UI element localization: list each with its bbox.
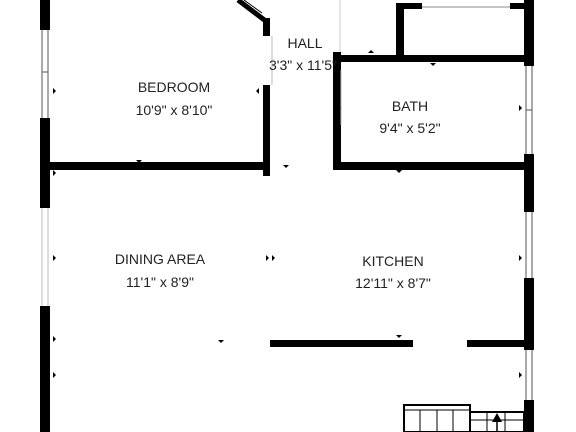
room-dims-hall: 3'3" x 11'5" (269, 57, 337, 73)
room-name-bedroom: BEDROOM (138, 79, 210, 95)
bedroom-right-wall-lower (263, 85, 270, 176)
room-name-dining-area: DINING AREA (115, 251, 206, 267)
kitchen-counter-wall-left (270, 340, 413, 347)
room-dims-bedroom: 10'9" x 8'10" (136, 102, 213, 118)
up-arrow-icon (492, 413, 502, 432)
room-name-bath: BATH (392, 98, 428, 114)
window-left-lower (41, 208, 49, 306)
bedroom-diagonal-wall-inner (243, 0, 263, 14)
measurement-ticks (53, 50, 522, 378)
window-right-lower (525, 350, 533, 400)
bath-bottom-wall (333, 162, 531, 170)
bedroom-right-wall-upper (263, 18, 270, 36)
room-dims-kitchen: 12'11" x 8'7" (355, 275, 431, 291)
stairs (403, 404, 525, 432)
bath-top-wall (333, 55, 531, 62)
window-right-mid (525, 212, 533, 278)
exterior-wall-right-mid2 (524, 278, 534, 350)
closet-left-wall (396, 4, 404, 58)
window-right-upper (525, 66, 533, 154)
bedroom-bottom-wall (40, 162, 270, 170)
bath-left-wall (333, 52, 341, 170)
exterior-wall-right-mid (524, 154, 534, 212)
window-left-upper (41, 30, 49, 118)
exterior-wall-left-top (40, 0, 50, 30)
kitchen-counter-wall-right (467, 340, 534, 347)
room-name-hall: HALL (287, 35, 322, 51)
exterior-wall-right-top (524, 0, 534, 66)
closet-top-wall (396, 3, 422, 9)
room-dims-dining-area: 11'1" x 8'9" (126, 274, 194, 290)
room-dims-bath: 9'4" x 5'2" (379, 120, 440, 136)
exterior-wall-left-bottom (40, 306, 50, 432)
exterior-wall-right-bottom (524, 400, 534, 432)
bedroom-diagonal-wall (236, 0, 269, 24)
closet-top-wall-right (510, 3, 530, 9)
room-name-kitchen: KITCHEN (362, 253, 423, 269)
